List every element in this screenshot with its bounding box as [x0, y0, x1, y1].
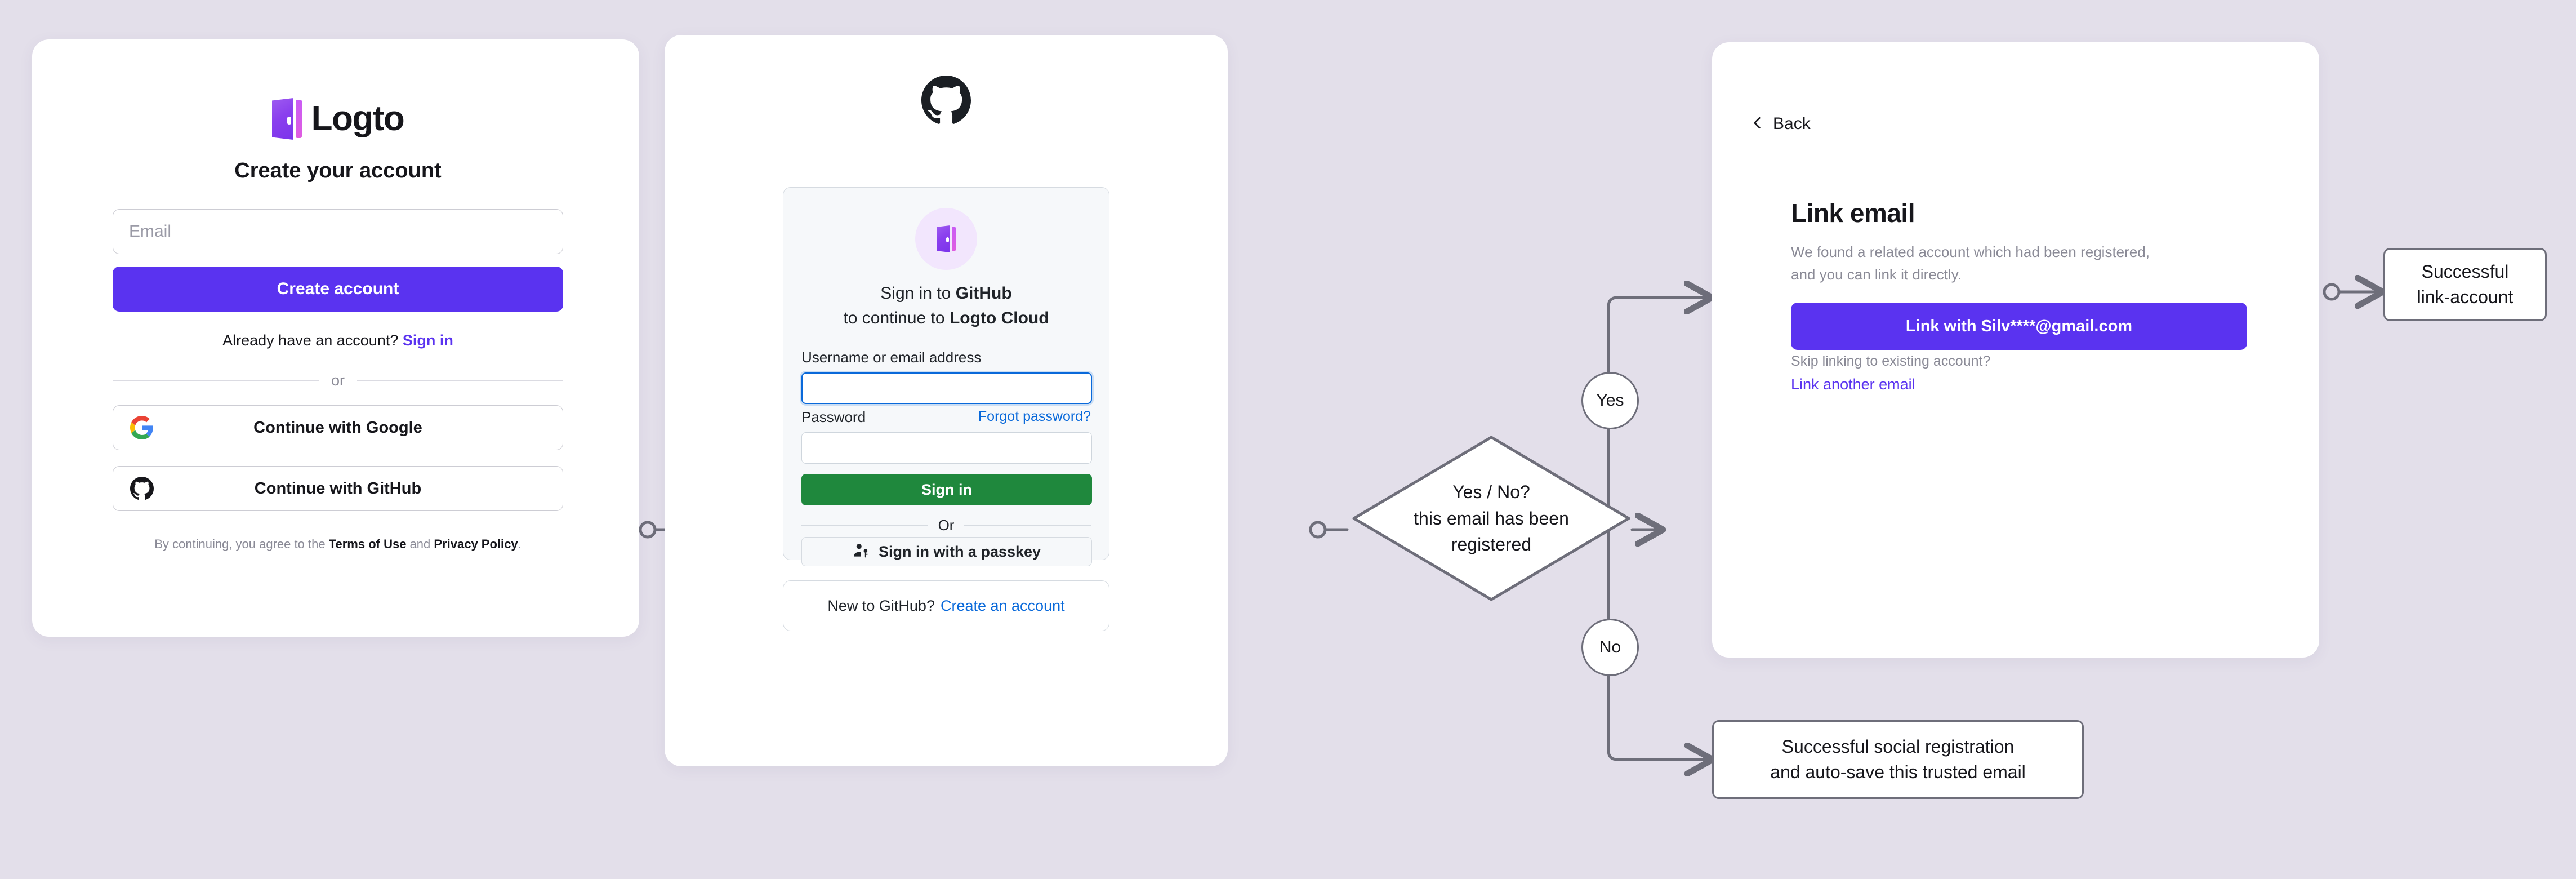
forgot-password-link[interactable]: Forgot password? — [978, 409, 1091, 424]
decision-line-2: this email has been — [1414, 508, 1569, 529]
continue-with-google-button[interactable]: Continue with Google — [113, 405, 563, 450]
logto-logo: Logto — [113, 98, 563, 140]
already-have-account: Already have an account? Sign in — [113, 332, 563, 349]
divider-line-left — [113, 380, 319, 381]
github-mark-icon — [921, 76, 971, 125]
link-email-card: Back Link email We found a related accou… — [1712, 42, 2319, 658]
divider-line-left — [801, 525, 928, 526]
github-headline: Sign in to GitHub to continue to Logto C… — [783, 281, 1109, 330]
continue-with-google-label: Continue with Google — [253, 418, 422, 437]
new-to-github-panel: New to GitHub? Create an account — [783, 580, 1109, 631]
github-signin-card: Sign in to GitHub to continue to Logto C… — [665, 35, 1228, 766]
github-signin-panel: Sign in to GitHub to continue to Logto C… — [783, 187, 1109, 566]
logto-app-avatar — [915, 208, 977, 270]
outcome-link-line-1: Successful — [2421, 261, 2509, 282]
create-an-account-link[interactable]: Create an account — [940, 597, 1065, 614]
branch-yes-node: Yes — [1581, 372, 1639, 429]
sign-in-link[interactable]: Sign in — [402, 332, 453, 349]
logto-signup-card: Logto Create your account Create account… — [32, 39, 639, 637]
outcome-social-line-2: and auto-save this trusted email — [1770, 762, 2026, 782]
back-button[interactable]: Back — [1750, 114, 1811, 134]
divider-line-right — [357, 380, 564, 381]
email-input[interactable] — [128, 221, 548, 242]
link-email-description: We found a related account which had bee… — [1791, 243, 2150, 283]
legal-notice: By continuing, you agree to the Terms of… — [113, 537, 563, 552]
github-sign-in-button[interactable]: Sign in — [801, 474, 1092, 505]
divider-line-right — [964, 525, 1091, 526]
create-account-button[interactable]: Create account — [113, 267, 563, 312]
logto-wordmark: Logto — [311, 99, 405, 138]
outcome-successful-social-registration: Successful social registration and auto-… — [1712, 720, 2084, 799]
page-title: Create your account — [234, 159, 442, 183]
skip-linking-text: Skip linking to existing account? — [1791, 353, 1991, 369]
continue-with-github-label: Continue with GitHub — [254, 479, 422, 498]
new-to-github-text: New to GitHub? — [827, 597, 935, 614]
headline-provider: GitHub — [955, 284, 1012, 303]
decision-label: Yes / No? this email has been registered — [1351, 434, 1632, 603]
headline-line1-prefix: Sign in to — [880, 284, 951, 303]
legal-and: and — [409, 537, 431, 551]
password-label: Password — [801, 409, 866, 425]
divider-label: or — [331, 372, 345, 389]
outcome-social-line-1: Successful social registration — [1781, 736, 2015, 757]
privacy-policy-link[interactable]: Privacy Policy — [434, 537, 518, 551]
continue-with-github-button[interactable]: Continue with GitHub — [113, 466, 563, 511]
password-input[interactable] — [801, 432, 1092, 464]
passkey-sign-in-button[interactable]: Sign in with a passkey — [801, 537, 1092, 566]
passkey-button-label: Sign in with a passkey — [878, 543, 1041, 560]
logto-door-icon — [271, 98, 302, 140]
outcome-link-line-2: link-account — [2417, 287, 2513, 307]
branch-no-node: No — [1581, 619, 1639, 676]
link-another-email-link[interactable]: Link another email — [1791, 376, 1915, 393]
divider-or: or — [113, 372, 564, 389]
back-label: Back — [1773, 114, 1811, 133]
already-have-account-text: Already have an account? — [222, 332, 399, 349]
github-divider-or: Or — [801, 517, 1091, 534]
link-with-email-button[interactable]: Link with Silv****@gmail.com — [1791, 303, 2247, 350]
google-icon — [130, 416, 154, 440]
passkey-icon — [853, 542, 870, 562]
decision-line-3: registered — [1451, 534, 1532, 555]
username-label: Username or email address — [801, 349, 982, 366]
username-input[interactable] — [801, 372, 1092, 404]
legal-suffix: . — [518, 537, 522, 551]
logto-door-icon — [937, 225, 956, 252]
chevron-left-icon — [1750, 116, 1765, 133]
legal-prefix: By continuing, you agree to the — [154, 537, 326, 551]
divider-label: Or — [938, 517, 955, 534]
headline-line2-prefix: to continue to — [843, 308, 945, 327]
decision-email-registered: Yes / No? this email has been registered — [1351, 434, 1632, 603]
headline-app: Logto Cloud — [949, 308, 1049, 327]
email-field[interactable] — [113, 209, 563, 254]
link-email-title: Link email — [1791, 198, 1915, 228]
decision-line-1: Yes / No? — [1452, 482, 1530, 503]
outcome-successful-link-account: Successful link-account — [2383, 248, 2547, 321]
github-icon — [130, 477, 154, 500]
terms-of-use-link[interactable]: Terms of Use — [328, 537, 407, 551]
